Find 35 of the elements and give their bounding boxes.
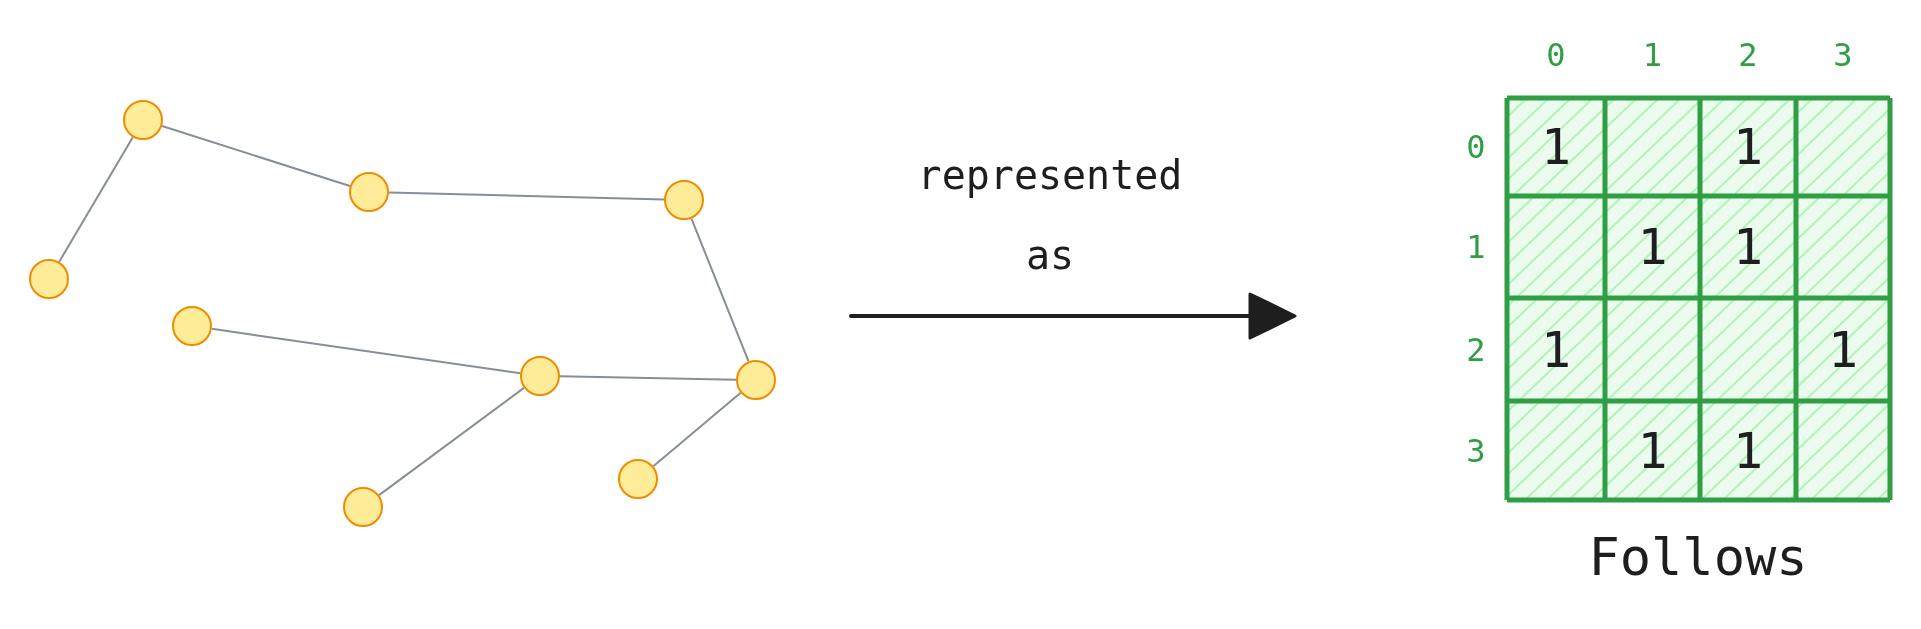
index-label: 2 <box>1738 35 1758 75</box>
node-circle <box>736 360 776 400</box>
cell-value: 1 <box>1540 117 1572 177</box>
index-label: 3 <box>1466 431 1486 470</box>
index-label: 1 <box>1466 227 1486 267</box>
connector-line <box>210 327 522 375</box>
cell-value: 1 <box>1540 319 1572 380</box>
node-circle <box>123 100 163 140</box>
index-label: 1 <box>1642 35 1663 75</box>
cell-value: 1 <box>1827 319 1859 380</box>
cell-value: 1 <box>1637 420 1668 481</box>
node-circle <box>664 180 704 220</box>
node-circle <box>343 487 383 527</box>
node-circle <box>618 459 658 499</box>
connector-line <box>58 136 134 263</box>
connector-line <box>559 375 737 381</box>
connector-line <box>388 191 665 201</box>
index-label: 0 <box>1466 127 1486 167</box>
connector-line <box>652 391 742 468</box>
index-label: 3 <box>1833 35 1853 75</box>
index-label: 2 <box>1466 330 1486 369</box>
connector-line <box>161 125 351 187</box>
index-label: 0 <box>1546 35 1566 75</box>
cell-value: 1 <box>1732 217 1764 277</box>
cell-value: 1 <box>1732 117 1764 177</box>
matrix-title: Follows <box>1588 525 1808 589</box>
connector-line <box>378 386 525 497</box>
node-circle <box>520 356 560 396</box>
node-circle <box>349 172 389 212</box>
node-circle <box>172 306 212 346</box>
connector-line <box>690 217 750 363</box>
cell-value: 1 <box>1637 217 1668 277</box>
node-circle <box>29 259 69 299</box>
cell-value: 1 <box>1732 420 1764 481</box>
arrow-label: represented as <box>916 151 1184 280</box>
